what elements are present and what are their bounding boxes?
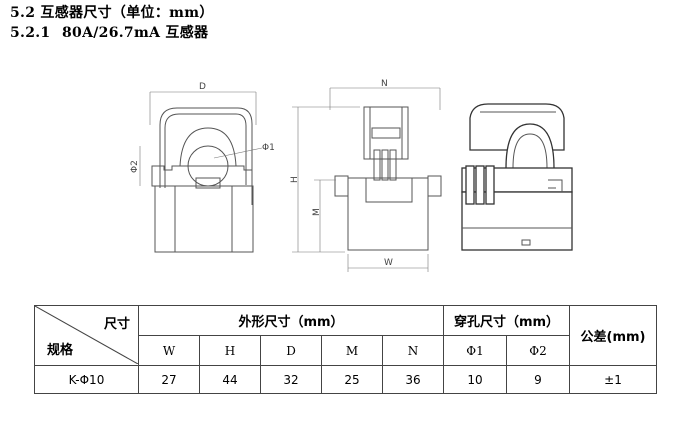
column-header-w: W: [138, 335, 200, 366]
value-cell-phi2: 9: [506, 365, 570, 394]
group-header-outer: 外形尺寸（mm）: [138, 305, 444, 336]
dim-label-phi1: Φ1: [262, 143, 275, 153]
dim-label-n: N: [381, 79, 388, 89]
dim-label-w: W: [384, 258, 393, 268]
corner-label-model: 规格: [47, 343, 74, 358]
table-corner-cell: 尺寸 规格: [34, 305, 139, 366]
column-header-phi1: Φ1: [443, 335, 507, 366]
dim-label-m: M: [312, 208, 322, 216]
dim-label-h: H: [290, 176, 300, 183]
subsection-title: 80A/26.7mA 互感器: [62, 25, 209, 41]
dim-label-d: D: [199, 82, 206, 92]
column-header-phi2: Φ2: [506, 335, 570, 366]
tolerance-header: 公差(mm): [569, 305, 657, 366]
perspective-view-drawing: [461, 103, 573, 251]
model-cell: K-Φ10: [34, 365, 139, 394]
value-cell-m: 25: [321, 365, 383, 394]
table-row: K-Φ10 27 44 32 25 36 10 9 ±1: [34, 365, 657, 394]
subsection-heading: 5.2.1 80A/26.7mA 互感器: [10, 22, 208, 42]
tolerance-cell: ±1: [569, 365, 657, 394]
section-heading: 5.2 互感器尺寸（单位：mm）: [10, 5, 214, 21]
front-view-drawing: D Φ2 Φ1: [130, 82, 275, 253]
column-header-m: M: [321, 335, 383, 366]
dimension-table: 尺寸 规格 外形尺寸（mm） 穿孔尺寸（mm） 公差(mm) W H D M N…: [34, 305, 657, 394]
corner-label-size: 尺寸: [103, 317, 130, 332]
transformer-drawings: D Φ2 Φ1 N: [130, 79, 573, 272]
value-cell-w: 27: [138, 365, 200, 394]
side-view-drawing: N H M W: [290, 79, 442, 272]
column-header-n: N: [382, 335, 444, 366]
value-cell-h: 44: [199, 365, 261, 394]
value-cell-d: 32: [260, 365, 322, 394]
column-header-d: D: [260, 335, 322, 366]
value-cell-phi1: 10: [443, 365, 507, 394]
dim-label-phi2: Φ2: [130, 160, 140, 173]
diagonal-divider: [35, 306, 138, 364]
subsection-number: 5.2.1: [10, 25, 51, 41]
value-cell-n: 36: [382, 365, 444, 394]
group-header-hole: 穿孔尺寸（mm）: [443, 305, 570, 336]
column-header-h: H: [199, 335, 261, 366]
